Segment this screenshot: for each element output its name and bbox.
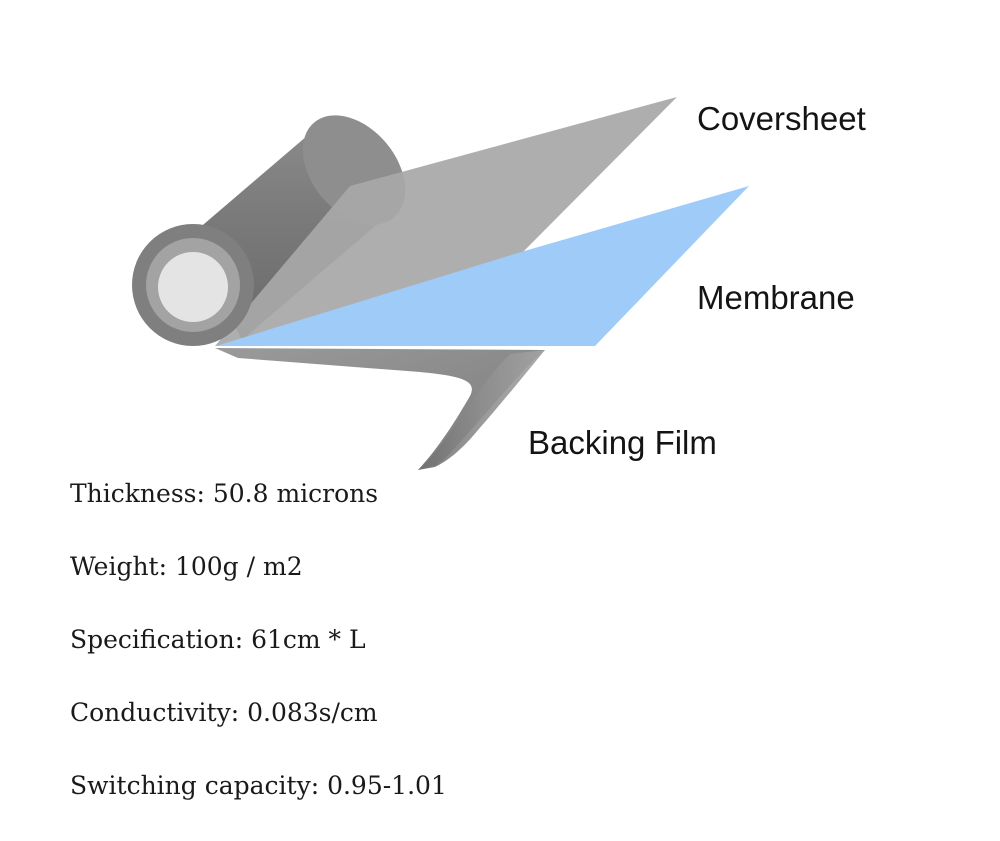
membrane-roll-illustration — [132, 97, 749, 470]
membrane-label: Membrane — [697, 279, 855, 316]
backing-film-curl — [418, 350, 545, 470]
backing-film-label: Backing Film — [528, 424, 717, 461]
spec-thickness: Thickness: 50.8 microns — [70, 479, 379, 508]
coversheet-label: Coversheet — [697, 100, 866, 137]
membrane-layer-diagram: Coversheet Membrane Backing Film — [132, 97, 866, 470]
specification-list: Thickness: 50.8 microns Weight: 100g / m… — [70, 476, 970, 841]
spec-conductivity: Conductivity: 0.083s/cm — [70, 698, 378, 727]
spec-specification: Specification: 61cm * L — [70, 625, 366, 654]
coversheet-sheet — [215, 97, 677, 346]
spec-weight: Weight: 100g / m2 — [70, 552, 303, 581]
roll-core — [158, 252, 228, 322]
membrane-sheet — [216, 186, 749, 346]
spec-switching-capacity: Switching capacity: 0.95-1.01 — [70, 771, 447, 800]
